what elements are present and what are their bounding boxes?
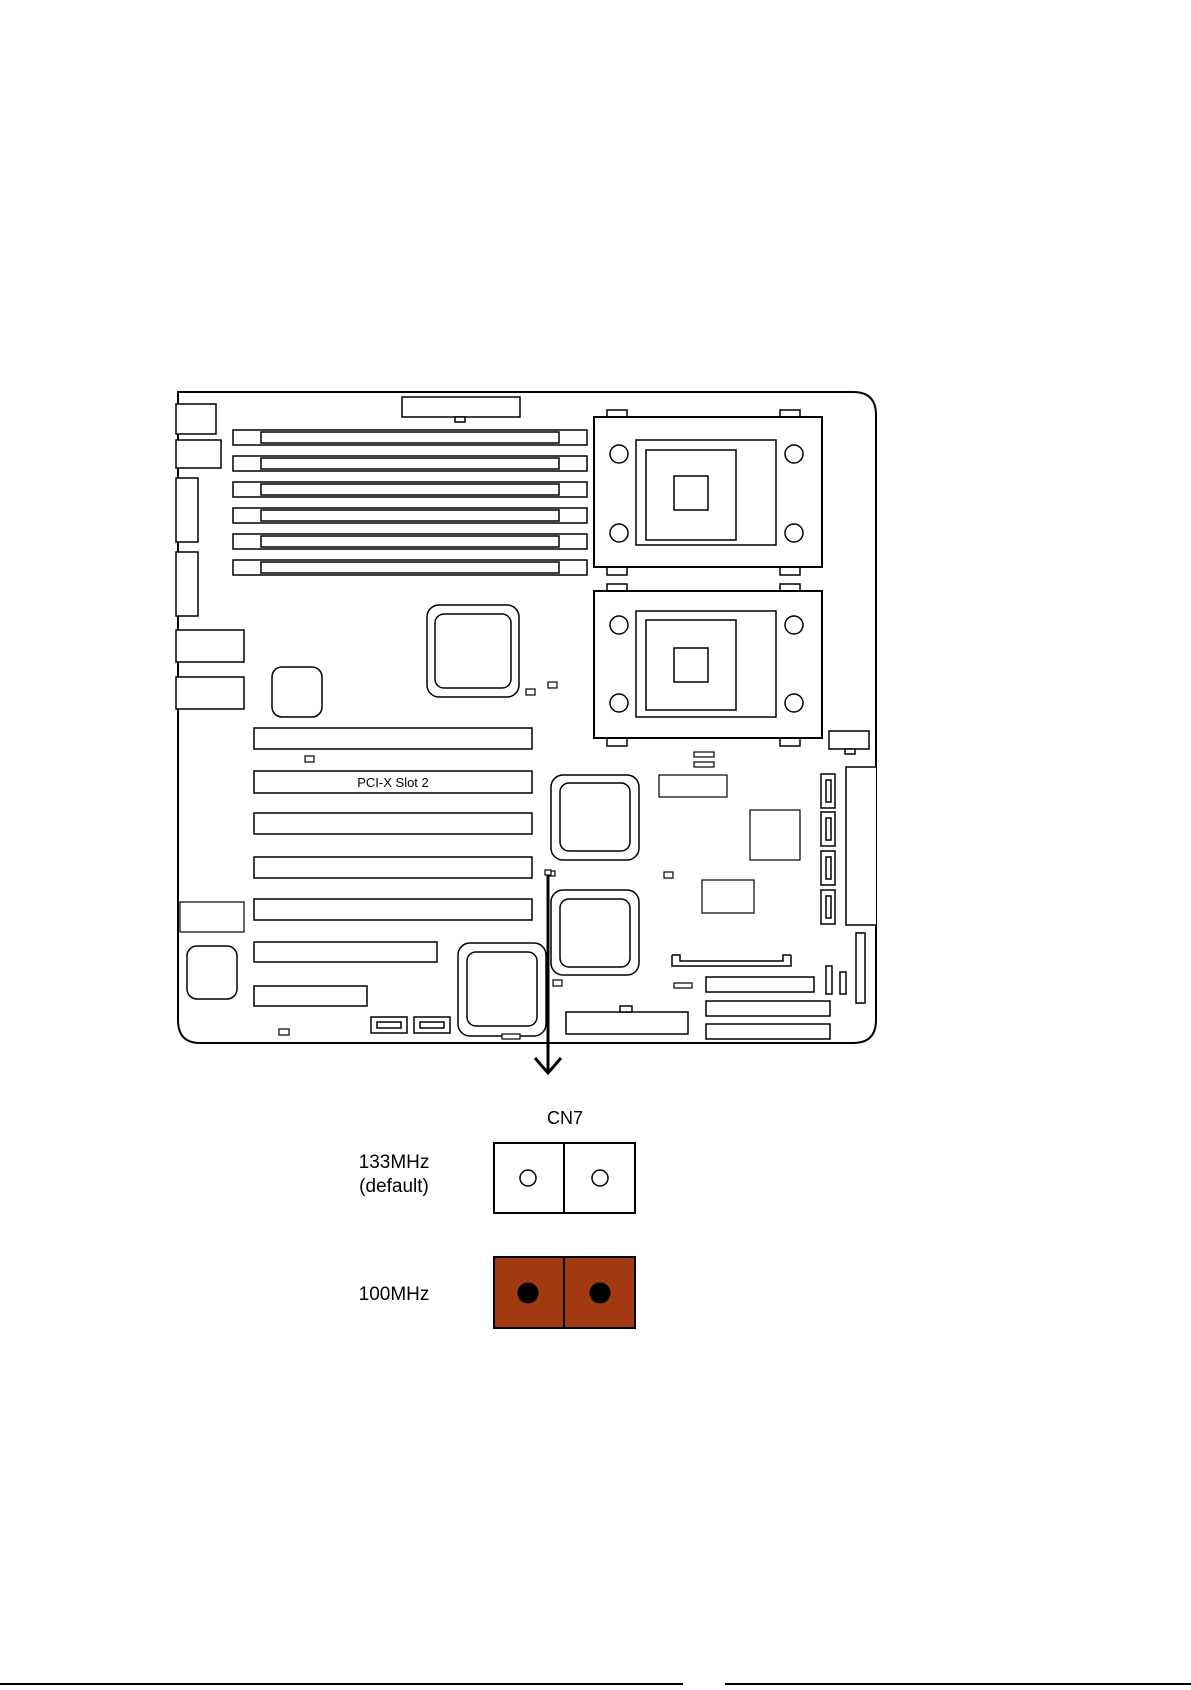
jumper-pin — [520, 1170, 536, 1186]
jumper-pin — [590, 1283, 610, 1303]
pci-slot — [254, 942, 437, 962]
dimm-slots — [233, 430, 587, 575]
pci-x-slot — [254, 857, 532, 878]
setting-label: 133MHz — [359, 1152, 430, 1173]
jumper-pin — [592, 1170, 608, 1186]
mounting-hole — [610, 616, 628, 634]
ide-connector — [706, 1024, 830, 1039]
pci-x-slot — [254, 899, 532, 920]
northbridge-chip — [427, 605, 519, 697]
sata-port — [821, 890, 835, 924]
dimm-slot — [233, 560, 587, 575]
chip — [187, 946, 237, 999]
dimm-slot — [233, 456, 587, 471]
chip — [272, 667, 322, 717]
mounting-hole — [610, 694, 628, 712]
io-port — [176, 630, 244, 662]
jumper-pin — [518, 1283, 538, 1303]
setting-label: 100MHz — [359, 1284, 430, 1305]
bridge-chip — [458, 943, 546, 1036]
io-port — [176, 440, 221, 468]
dimm-slot — [233, 482, 587, 497]
cpu-socket-1 — [594, 410, 822, 575]
sata-port — [821, 851, 835, 885]
dimm-slot — [233, 508, 587, 523]
io-port — [176, 677, 244, 709]
ide-connector — [706, 977, 814, 992]
mounting-hole — [785, 694, 803, 712]
top-power-connector — [402, 397, 520, 422]
floppy-connector — [672, 955, 791, 966]
setting-label-note: (default) — [359, 1176, 429, 1197]
io-port — [176, 478, 198, 542]
jumper-setting-closed: 100MHz — [359, 1257, 635, 1328]
rear-io-connectors — [176, 404, 244, 709]
ide-connector — [706, 1001, 830, 1016]
io-port — [176, 552, 198, 616]
mounting-hole — [785, 616, 803, 634]
mounting-hole — [785, 445, 803, 463]
dimm-slot — [233, 430, 587, 445]
pci-slot — [254, 986, 367, 1006]
bridge-chip — [551, 890, 639, 975]
slot-label: PCI-X Slot 2 — [357, 775, 429, 790]
pci-x-slot-1 — [254, 728, 532, 749]
connector-label: CN7 — [547, 1108, 583, 1128]
sata-port — [821, 812, 835, 846]
ide-connector — [566, 1012, 688, 1034]
mounting-hole — [610, 445, 628, 463]
jumper-setting-open: 133MHz (default) — [359, 1143, 635, 1213]
mounting-hole — [610, 524, 628, 542]
dimm-slot — [233, 534, 587, 549]
cpu-socket-2 — [594, 584, 822, 746]
mounting-hole — [785, 524, 803, 542]
pci-x-slot — [254, 813, 532, 834]
bridge-chip — [551, 775, 639, 860]
sata-port — [821, 774, 835, 808]
io-port — [176, 404, 216, 434]
